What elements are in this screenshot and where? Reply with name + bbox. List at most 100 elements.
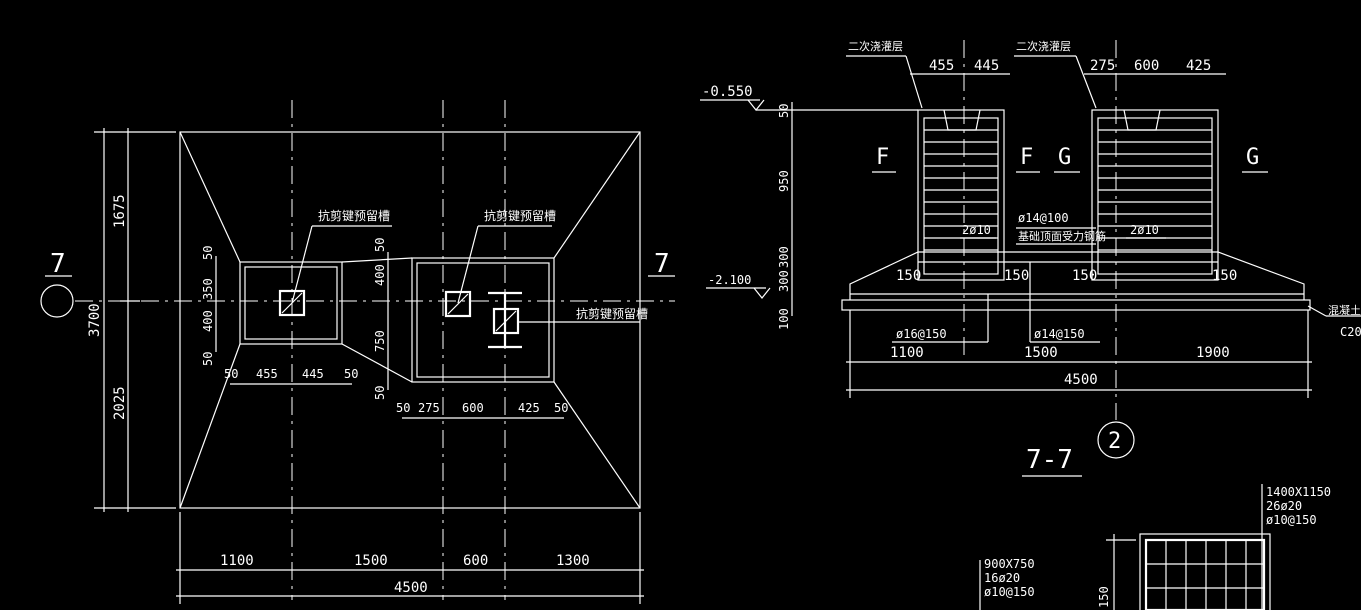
rp-50b: 50 bbox=[373, 386, 387, 400]
right-pedestal-inner bbox=[416, 262, 550, 378]
dim-3700: 3700 bbox=[87, 303, 103, 337]
sec-v300b: 300 bbox=[777, 270, 791, 292]
foundation-plan: 7 7 抗剪键预留槽 抗剪键预留槽 抗剪键预留槽 1675 2025 3700 … bbox=[40, 100, 675, 604]
dim-2025: 2025 bbox=[112, 386, 128, 420]
sec-v950: 950 bbox=[777, 170, 791, 192]
elev-triangle bbox=[753, 287, 771, 299]
section-mark-circle bbox=[40, 284, 74, 318]
right-pedestal bbox=[411, 257, 555, 383]
col2-ties bbox=[1146, 540, 1264, 610]
slope-line bbox=[553, 381, 641, 509]
rp-w600: 600 bbox=[462, 401, 484, 415]
dim-1500: 1500 bbox=[354, 553, 388, 569]
rebar-d16-150: ø16@150 bbox=[896, 327, 947, 341]
rebar-d14-100: ø14@100 bbox=[1018, 211, 1069, 225]
col2-cage bbox=[1144, 538, 1266, 610]
sec-b4500: 4500 bbox=[1064, 372, 1098, 388]
lp-w50a: 50 bbox=[224, 367, 238, 381]
right-stirrups bbox=[1098, 129, 1212, 251]
rebar-2d10-right: 2ø10 bbox=[1130, 223, 1159, 237]
sec-b1500: 1500 bbox=[1024, 345, 1058, 361]
rebar-d14-100-note: 基础顶面受力钢筋 bbox=[1018, 229, 1106, 243]
concrete-grade: C20 bbox=[1340, 325, 1361, 339]
section-mark-right: 7 bbox=[654, 249, 670, 279]
section-title: 7-7 bbox=[1026, 445, 1073, 475]
shear-key-label-3: 抗剪键预留槽 bbox=[576, 306, 648, 321]
grout-label-right: 二次浇灌层 bbox=[1016, 39, 1071, 53]
shear-key-label-1: 抗剪键预留槽 bbox=[318, 208, 390, 223]
rp-w275: 275 bbox=[418, 401, 440, 415]
leader bbox=[457, 225, 479, 304]
dim-1675: 1675 bbox=[112, 194, 128, 228]
axis-label: 2 bbox=[1108, 429, 1121, 454]
axis-bubble bbox=[1097, 421, 1135, 459]
cut-F-left: F bbox=[876, 145, 889, 170]
slope-line bbox=[341, 343, 413, 383]
lp-w455: 455 bbox=[256, 367, 278, 381]
lp-350: 350 bbox=[201, 278, 215, 300]
section-mark-left: 7 bbox=[50, 249, 66, 279]
sec-425: 425 bbox=[1186, 58, 1211, 74]
c150-4: 150 bbox=[1212, 268, 1237, 284]
c150-3: 150 bbox=[1072, 268, 1097, 284]
dim-1300: 1300 bbox=[556, 553, 590, 569]
c150-2: 150 bbox=[1004, 268, 1029, 284]
leader bbox=[1075, 55, 1097, 109]
slope-line bbox=[553, 131, 641, 259]
sec-445: 445 bbox=[974, 58, 999, 74]
dim-1100: 1100 bbox=[220, 553, 254, 569]
col1-bars: 16ø20 bbox=[984, 571, 1020, 585]
left-pedestal-section bbox=[917, 109, 1005, 281]
sec-b1900: 1900 bbox=[1196, 345, 1230, 361]
right-cage bbox=[1097, 117, 1213, 275]
right-pedestal-section bbox=[1091, 109, 1219, 281]
rp-400: 400 bbox=[373, 264, 387, 286]
cut-G-left: G bbox=[1058, 145, 1071, 170]
leader bbox=[905, 55, 923, 109]
sec-275: 275 bbox=[1090, 58, 1115, 74]
lp-w445: 445 bbox=[302, 367, 324, 381]
cut-F-right: F bbox=[1020, 145, 1033, 170]
left-pedestal-inner bbox=[244, 266, 338, 340]
rp-750: 750 bbox=[373, 330, 387, 352]
elev-top: -0.550 bbox=[702, 84, 753, 100]
right-shear-slot-a bbox=[444, 290, 472, 318]
slope-line bbox=[179, 343, 241, 509]
elev-triangle bbox=[747, 99, 765, 111]
concrete-note: 混凝土垫 bbox=[1328, 303, 1361, 317]
lp-50b: 50 bbox=[201, 352, 215, 366]
col2-stirrup: ø10@150 bbox=[1266, 513, 1317, 527]
slope-line bbox=[341, 257, 413, 263]
leader bbox=[291, 225, 313, 304]
right-slot bbox=[1123, 109, 1161, 131]
column-schedule: 900X750 16ø20 ø10@150 1400X1150 26ø20 ø1… bbox=[979, 484, 1331, 610]
slot-diagonal bbox=[447, 293, 469, 315]
col1-size: 900X750 bbox=[984, 557, 1035, 571]
col1-stirrup: ø10@150 bbox=[984, 585, 1035, 599]
rp-w425: 425 bbox=[518, 401, 540, 415]
col2-section bbox=[1139, 533, 1271, 610]
sec-v50: 50 bbox=[777, 104, 791, 118]
c150-1: 150 bbox=[896, 268, 921, 284]
dim-4500: 4500 bbox=[394, 580, 428, 596]
rebar-d14-150: ø14@150 bbox=[1034, 327, 1085, 341]
rebar-2d10-left: 2ø10 bbox=[962, 223, 991, 237]
rp-50a: 50 bbox=[373, 238, 387, 252]
sec-v100: 100 bbox=[777, 308, 791, 330]
col2-dim: 150 bbox=[1097, 586, 1111, 608]
leader bbox=[1307, 305, 1327, 317]
blinding-layer bbox=[841, 299, 1311, 311]
sec-455: 455 bbox=[929, 58, 954, 74]
left-pedestal bbox=[239, 261, 343, 345]
sec-600: 600 bbox=[1134, 58, 1159, 74]
rp-w50b: 50 bbox=[554, 401, 568, 415]
sec-b1100: 1100 bbox=[890, 345, 924, 361]
cut-G-right: G bbox=[1246, 145, 1259, 170]
lp-w50b: 50 bbox=[344, 367, 358, 381]
shear-key-label-2: 抗剪键预留槽 bbox=[484, 208, 556, 223]
slope-line bbox=[179, 131, 241, 263]
left-cage bbox=[923, 117, 999, 275]
lp-400: 400 bbox=[201, 310, 215, 332]
grout-label-left: 二次浇灌层 bbox=[848, 39, 903, 53]
